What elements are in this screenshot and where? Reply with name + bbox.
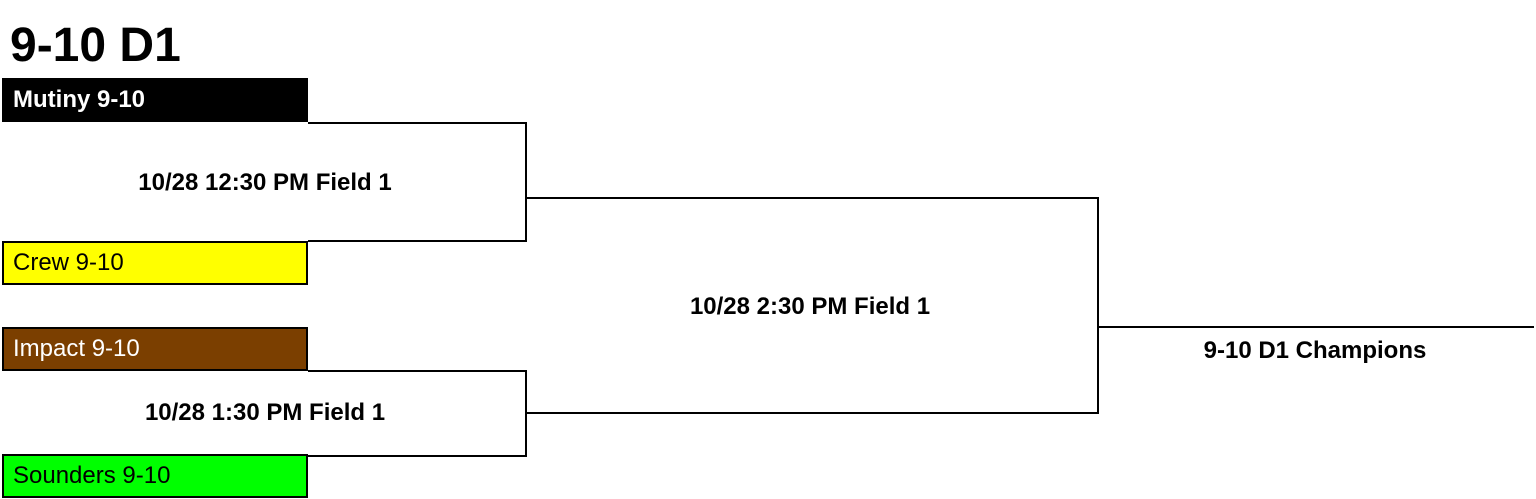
team-box-crew: Crew 9-10 [2, 241, 308, 285]
game-label-1: 10/28 12:30 PM Field 1 [138, 169, 392, 196]
game-label-3: 10/28 2:30 PM Field 1 [689, 293, 931, 320]
game1-connector [308, 122, 527, 242]
bracket-title: 9-10 D1 [10, 19, 181, 72]
team-box-mutiny: Mutiny 9-10 [2, 78, 308, 122]
game3-connector [526, 197, 1099, 414]
team-box-impact: Impact 9-10 [2, 327, 308, 371]
champion-label: 9-10 D1 Champions [1203, 337, 1427, 364]
team-box-sounders: Sounders 9-10 [2, 454, 308, 498]
game-label-2: 10/28 1:30 PM Field 1 [144, 399, 386, 426]
